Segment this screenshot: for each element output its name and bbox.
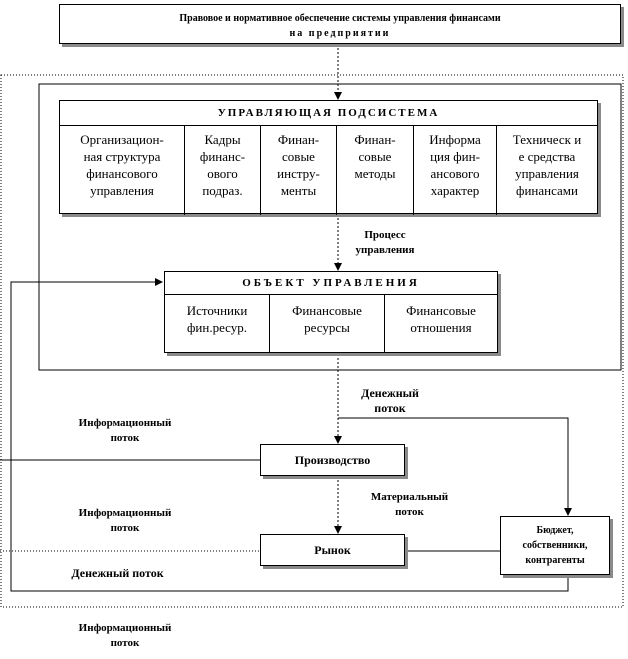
money-flow-bottom-label: Денежный поток (71, 566, 164, 580)
material-flow-label: Материальный поток (370, 491, 449, 518)
object-cell-relations: Финансовые отношения (406, 303, 476, 335)
management-object-box: ОБЪЕКТ УПРАВЛЕНИЯ Источники фин.ресур. Ф… (164, 271, 498, 353)
info-flow-label-2: Информационный поток (78, 507, 172, 534)
management-object-title: ОБЪЕКТ УПРАВЛЕНИЯ (165, 272, 497, 295)
subsystem-cell-org-structure: Организацион- ная структура финансового … (60, 125, 185, 215)
arrow-money-to-budget (338, 417, 572, 516)
inner-solid-frame (38, 83, 622, 371)
subsystem-cell-staff: Кадры финанс- ового подраз. (185, 125, 261, 215)
budget-box: Бюджет, собственники, контрагенты (500, 516, 610, 575)
production-box: Производство (260, 444, 405, 476)
subsystem-cell-methods: Финан- совые методы (337, 125, 414, 215)
object-cell-sources: Источники фин.ресур. (165, 294, 270, 352)
managing-subsystem-title: УПРАВЛЯЮЩАЯ ПОДСИСТЕМА (60, 101, 597, 126)
outer-dotted-frame (0, 74, 624, 608)
money-flow-top-label: Денежный поток (361, 386, 419, 415)
info-flow-label-3: Информационный поток (78, 622, 172, 649)
object-cell-resources: Финансовые ресурсы (270, 294, 385, 352)
process-label: Процесс управления (355, 229, 415, 256)
legal-support-line2: на предприятии (289, 28, 391, 39)
legal-support-line1: Правовое и нормативное обеспечение систе… (179, 13, 501, 24)
subsystem-cell-technical: Техническ и е средства управления финанс… (512, 132, 582, 198)
subsystem-cell-information: Информа ция фин- ансового характер (414, 125, 497, 215)
subsystem-cell-instruments: Финан- совые инстру- менты (261, 125, 337, 215)
market-box: Рынок (260, 534, 405, 566)
managing-subsystem-box: УПРАВЛЯЮЩАЯ ПОДСИСТЕМА Организацион- ная… (59, 100, 598, 215)
legal-support-box: Правовое и нормативное обеспечение систе… (59, 4, 621, 44)
info-flow-label-1: Информационный поток (78, 417, 172, 444)
arrow-feedback-to-object (10, 278, 569, 592)
